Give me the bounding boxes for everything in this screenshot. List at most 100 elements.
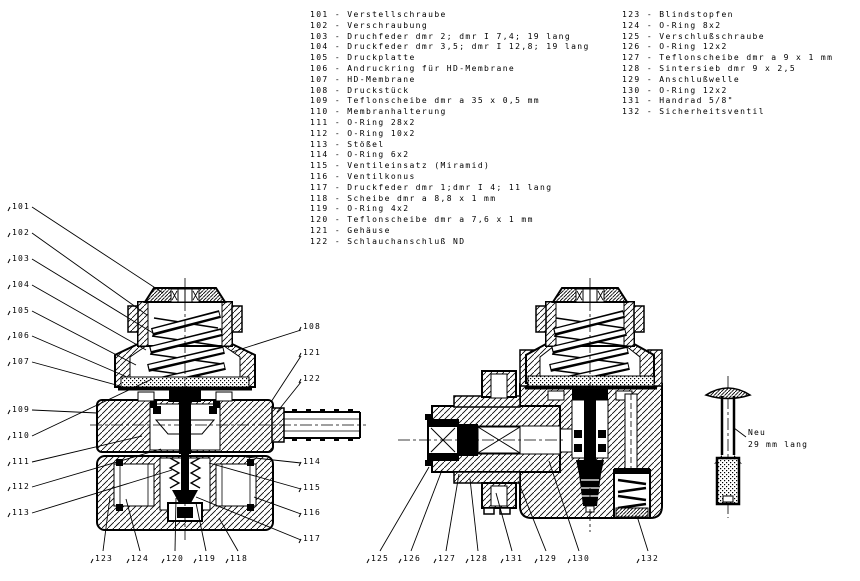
part-callout-101: 101 — [12, 202, 31, 211]
parts-list-item-127: 127 - Teflonscheibe dmr a 9 x 1 mm — [622, 53, 834, 63]
parts-list-item-123: 123 - Blindstopfen — [622, 10, 734, 19]
parts-list-item-103: 103 - Druchfeder dmr 2; dmr I 7,4; 19 la… — [310, 31, 572, 41]
part-callout-109: 109 — [12, 405, 31, 414]
callout-tick-120 — [161, 558, 165, 564]
part-callout-124: 124 — [131, 554, 150, 563]
parts-list-item-107: 107 - HD-Membrane — [310, 74, 416, 84]
left-valve-drawing — [90, 278, 366, 540]
callout-tick-121 — [298, 352, 302, 358]
part-callout-123: 123 — [95, 554, 114, 563]
callout-tick-131 — [500, 558, 504, 564]
leader-line-127 — [445, 473, 460, 552]
parts-list-item-101: 101 - Verstellschraube — [310, 10, 447, 19]
part-callout-128: 128 — [470, 554, 489, 563]
part-callout-113: 113 — [12, 508, 31, 517]
callout-tick-116 — [298, 512, 302, 518]
part-callout-122: 122 — [303, 374, 322, 383]
callout-tick-115 — [298, 487, 302, 493]
callout-tick-125 — [366, 558, 370, 564]
valve-spring-left-coil — [168, 457, 181, 489]
callout-tick-118 — [225, 558, 229, 564]
leader-line-131 — [495, 492, 513, 552]
leader-line-124 — [125, 498, 141, 552]
annotation-line-2: 29 mm lang — [748, 440, 809, 449]
annotation-leader-line — [733, 427, 747, 438]
callout-tick-106 — [7, 335, 11, 341]
part-callout-111: 111 — [12, 457, 31, 466]
callout-tick-132 — [636, 558, 640, 564]
callout-tick-112 — [7, 486, 11, 492]
part-callout-125: 125 — [371, 554, 390, 563]
leader-line-117 — [195, 496, 302, 541]
callout-tick-130 — [567, 558, 571, 564]
part-callout-108: 108 — [303, 322, 322, 331]
parts-list-item-121: 121 - Gehäuse — [310, 225, 391, 235]
leader-line-129 — [517, 480, 547, 552]
part-callout-103: 103 — [12, 254, 31, 263]
part-callout-110: 110 — [12, 431, 31, 440]
leader-line-122 — [276, 381, 302, 413]
parts-list-item-106: 106 - Andruckring für HD-Membrane — [310, 63, 516, 73]
part-callout-130: 130 — [572, 554, 591, 563]
parts-list-item-113: 113 - Stößel — [310, 139, 385, 149]
callout-tick-123 — [90, 558, 94, 564]
parts-list-item-114: 114 - O-Ring 6x2 — [310, 150, 410, 160]
part-callout-102: 102 — [12, 228, 31, 237]
parts-list-item-102: 102 - Verschraubung — [310, 20, 429, 30]
callout-tick-129 — [534, 558, 538, 564]
parts-list-item-132: 132 - Sicherheitsventil — [622, 107, 765, 117]
leader-line-103 — [31, 258, 154, 334]
part-callout-127: 127 — [438, 554, 457, 563]
callout-tick-110 — [7, 435, 11, 441]
callout-tick-113 — [7, 512, 11, 518]
part-callout-115: 115 — [303, 483, 322, 492]
leader-line-120 — [174, 497, 177, 552]
parts-list-item-110: 110 - Membranhalterung — [310, 107, 447, 117]
right-valve-drawing — [398, 278, 663, 532]
leader-line-115 — [208, 462, 302, 490]
parts-list-item-108: 108 - Druckstück — [310, 85, 410, 95]
part-callout-105: 105 — [12, 306, 31, 315]
part-callout-112: 112 — [12, 482, 31, 491]
leader-line-126 — [410, 469, 443, 552]
part-callout-107: 107 — [12, 357, 31, 366]
connection-shaft-assembly — [425, 370, 561, 515]
leader-line-130 — [548, 460, 580, 552]
part-callout-114: 114 — [303, 457, 322, 466]
part-callout-118: 118 — [230, 554, 249, 563]
parts-list-item-116: 116 - Ventilkonus — [310, 171, 416, 181]
leader-line-104 — [31, 284, 147, 351]
parts-list-item-117: 117 - Druckfeder dmr 1;dmr I 4; 11 lang — [310, 182, 553, 192]
callout-tick-101 — [7, 206, 11, 212]
leader-line-105 — [31, 310, 137, 366]
callout-tick-103 — [7, 258, 11, 264]
stem-head — [704, 387, 752, 400]
leader-line-123 — [102, 496, 111, 552]
leader-line-125 — [379, 466, 430, 552]
parts-list-item-130: 130 - O-Ring 12x2 — [622, 85, 728, 95]
leader-line-128 — [469, 478, 479, 552]
callout-tick-105 — [7, 310, 11, 316]
callout-tick-124 — [126, 558, 130, 564]
parts-list-item-131: 131 - Handrad 5/8" — [622, 96, 734, 106]
parts-list-item-129: 129 - Anschlußwelle — [622, 74, 741, 84]
leader-line-108 — [231, 329, 302, 353]
callout-tick-119 — [193, 558, 197, 564]
sinter-sieve — [615, 507, 649, 518]
parts-list-item-128: 128 - Sintersieb dmr 9 x 2,5 — [622, 63, 797, 73]
leader-line-119 — [195, 502, 207, 552]
leader-line-112 — [31, 448, 162, 488]
stem-part-drawing — [704, 376, 752, 518]
part-callout-132: 132 — [641, 554, 660, 563]
part-callout-119: 119 — [198, 554, 217, 563]
leader-line-102 — [31, 232, 148, 316]
parts-list-item-125: 125 - Verschlußschraube — [622, 31, 765, 41]
leader-line-132 — [636, 515, 649, 552]
parts-list-item-104: 104 - Druckfeder dmr 3,5; dmr I 12,8; 19… — [310, 42, 590, 52]
leader-line-121 — [270, 355, 302, 403]
leader-line-118 — [218, 517, 239, 552]
parts-list-item-120: 120 - Teflonscheibe dmr a 7,6 x 1 mm — [310, 215, 534, 225]
